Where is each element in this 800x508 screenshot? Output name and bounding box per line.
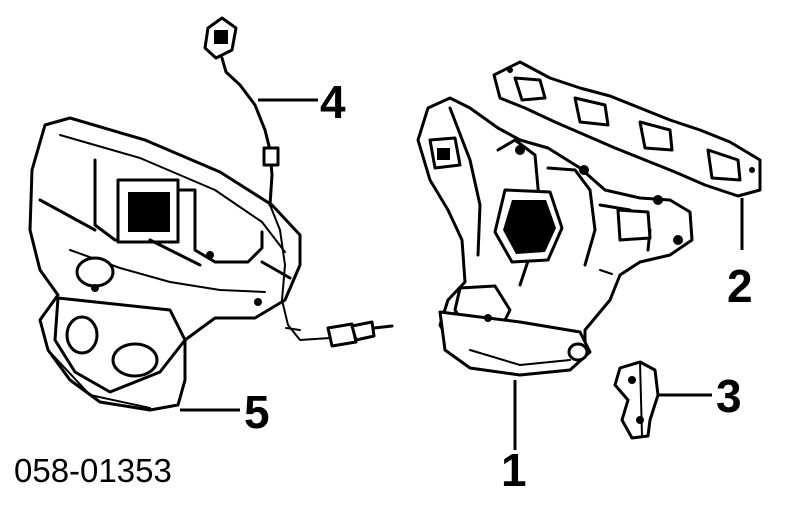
part-number-label: 058-01353: [14, 452, 172, 489]
callout-4: 4: [320, 76, 346, 128]
oxygen-sensor-part: [203, 16, 394, 348]
callout-5: 5: [244, 386, 270, 438]
callout-1: 1: [501, 444, 527, 496]
callout-3: 3: [716, 370, 742, 422]
exhaust-manifold-part: [416, 96, 694, 377]
callout-2: 2: [727, 260, 753, 312]
manifold-gasket-part: [492, 60, 762, 198]
bracket-part: [613, 360, 660, 440]
heat-shield-part: [28, 116, 302, 412]
